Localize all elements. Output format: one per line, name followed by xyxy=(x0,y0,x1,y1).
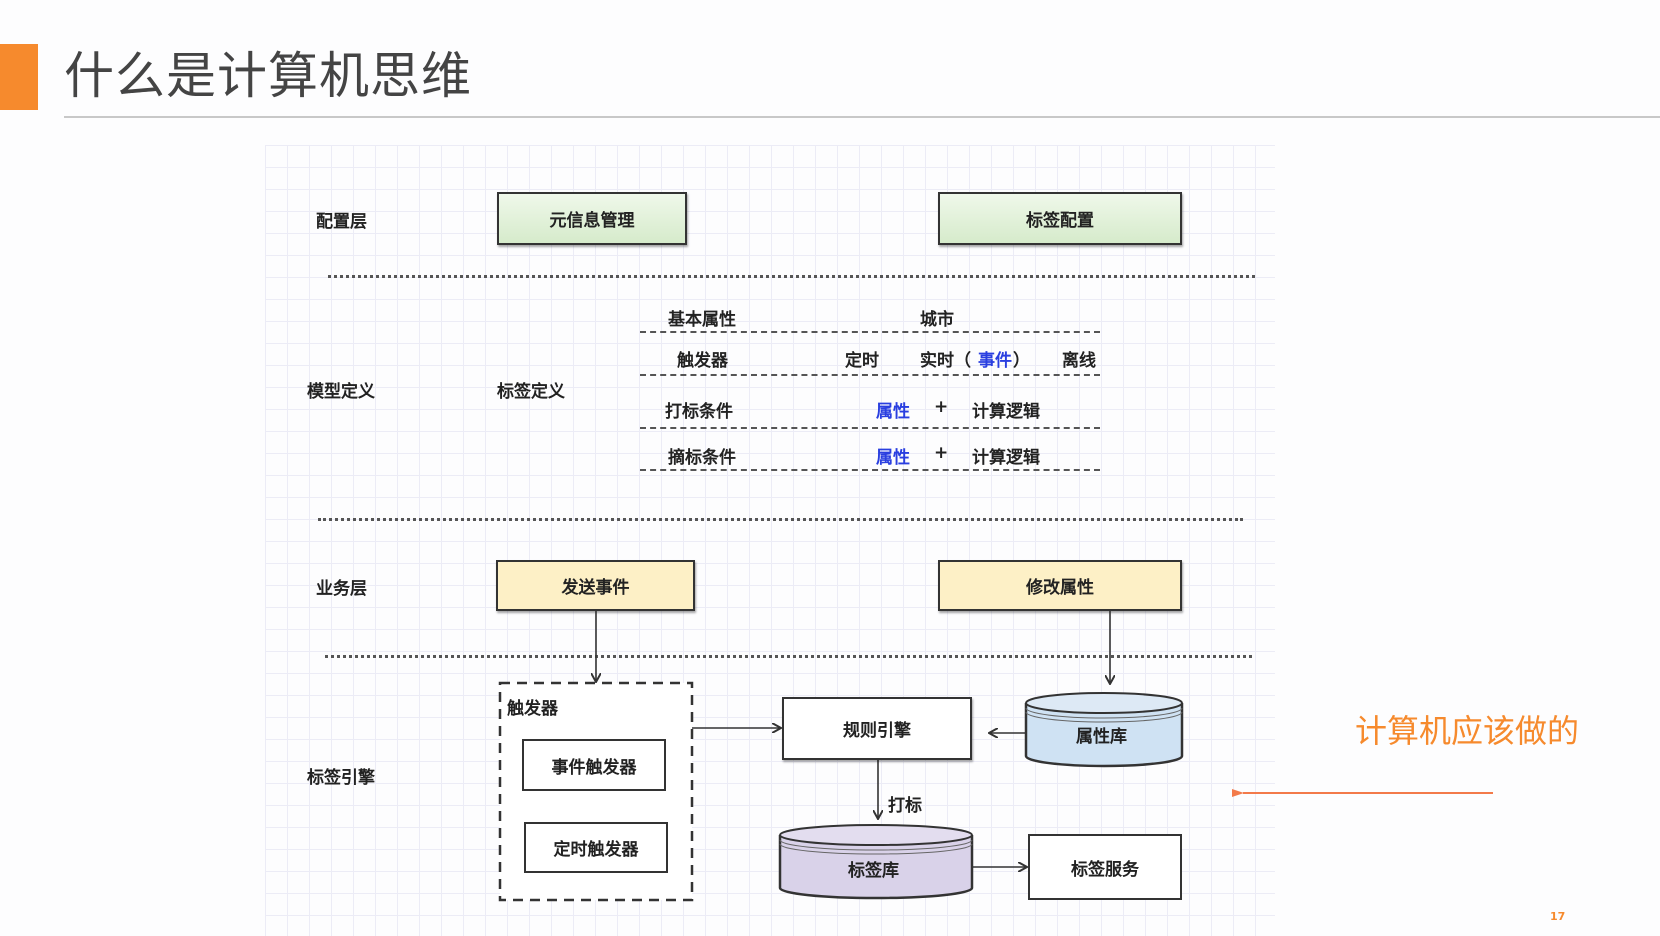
table-row-value-highlight: 事件 xyxy=(978,351,1012,371)
page-number: 17 xyxy=(1550,910,1566,923)
table-row-value: 计算逻辑 xyxy=(972,448,1040,468)
attribute-store-cylinder xyxy=(1024,692,1184,768)
table-row-value-highlight: 属性 xyxy=(876,402,910,422)
table-row-value: ） xyxy=(1013,351,1030,371)
rule-engine-box: 规则引擎 xyxy=(782,697,972,760)
annotation-text: 计算机应该做的 xyxy=(1355,712,1580,750)
layer-label-business: 业务层 xyxy=(316,579,367,599)
table-row-value: 离线 xyxy=(1062,351,1096,371)
table-row-name: 摘标条件 xyxy=(668,448,736,468)
table-row-name: 基本属性 xyxy=(668,310,736,330)
table-row-value: + xyxy=(934,443,949,463)
meta-info-management-box: 元信息管理 xyxy=(497,192,687,245)
title-divider xyxy=(64,116,1660,118)
title-accent-bar xyxy=(0,44,38,110)
table-row-name: 触发器 xyxy=(677,351,728,371)
table-row-name: 打标条件 xyxy=(665,402,733,422)
tag-store-cylinder xyxy=(778,824,974,900)
table-row-value: 计算逻辑 xyxy=(972,402,1040,422)
attribute-store-label: 属性库 xyxy=(1076,727,1127,747)
layer-separator xyxy=(325,655,1252,658)
modify-attribute-box: 修改属性 xyxy=(938,560,1182,611)
table-row-divider xyxy=(640,331,1100,333)
layer-separator xyxy=(328,275,1255,278)
table-row-divider xyxy=(640,427,1100,429)
layer-label-engine: 标签引擎 xyxy=(307,768,375,788)
tag-service-box: 标签服务 xyxy=(1028,834,1182,900)
timer-trigger-box: 定时触发器 xyxy=(524,822,668,873)
table-row-value: + xyxy=(934,397,949,417)
layer-label-config: 配置层 xyxy=(316,212,367,232)
trigger-group-title: 触发器 xyxy=(507,699,558,719)
table-row-value: 定时 xyxy=(845,351,879,371)
table-row-divider xyxy=(640,469,1100,471)
tag-store-label: 标签库 xyxy=(848,861,899,881)
table-row-value: 实时（ xyxy=(920,351,971,371)
layer-separator xyxy=(318,518,1243,521)
layer-label-model: 模型定义 xyxy=(307,382,375,402)
tag-config-box: 标签配置 xyxy=(938,192,1182,245)
page-title: 什么是计算机思维 xyxy=(64,47,472,105)
table-row-value: 城市 xyxy=(920,310,954,330)
tagging-edge-label: 打标 xyxy=(888,796,922,816)
send-event-box: 发送事件 xyxy=(496,560,695,611)
table-row-value-highlight: 属性 xyxy=(876,448,910,468)
table-row-divider xyxy=(640,374,1100,376)
tag-definition-label: 标签定义 xyxy=(497,382,565,402)
event-trigger-box: 事件触发器 xyxy=(522,739,666,791)
